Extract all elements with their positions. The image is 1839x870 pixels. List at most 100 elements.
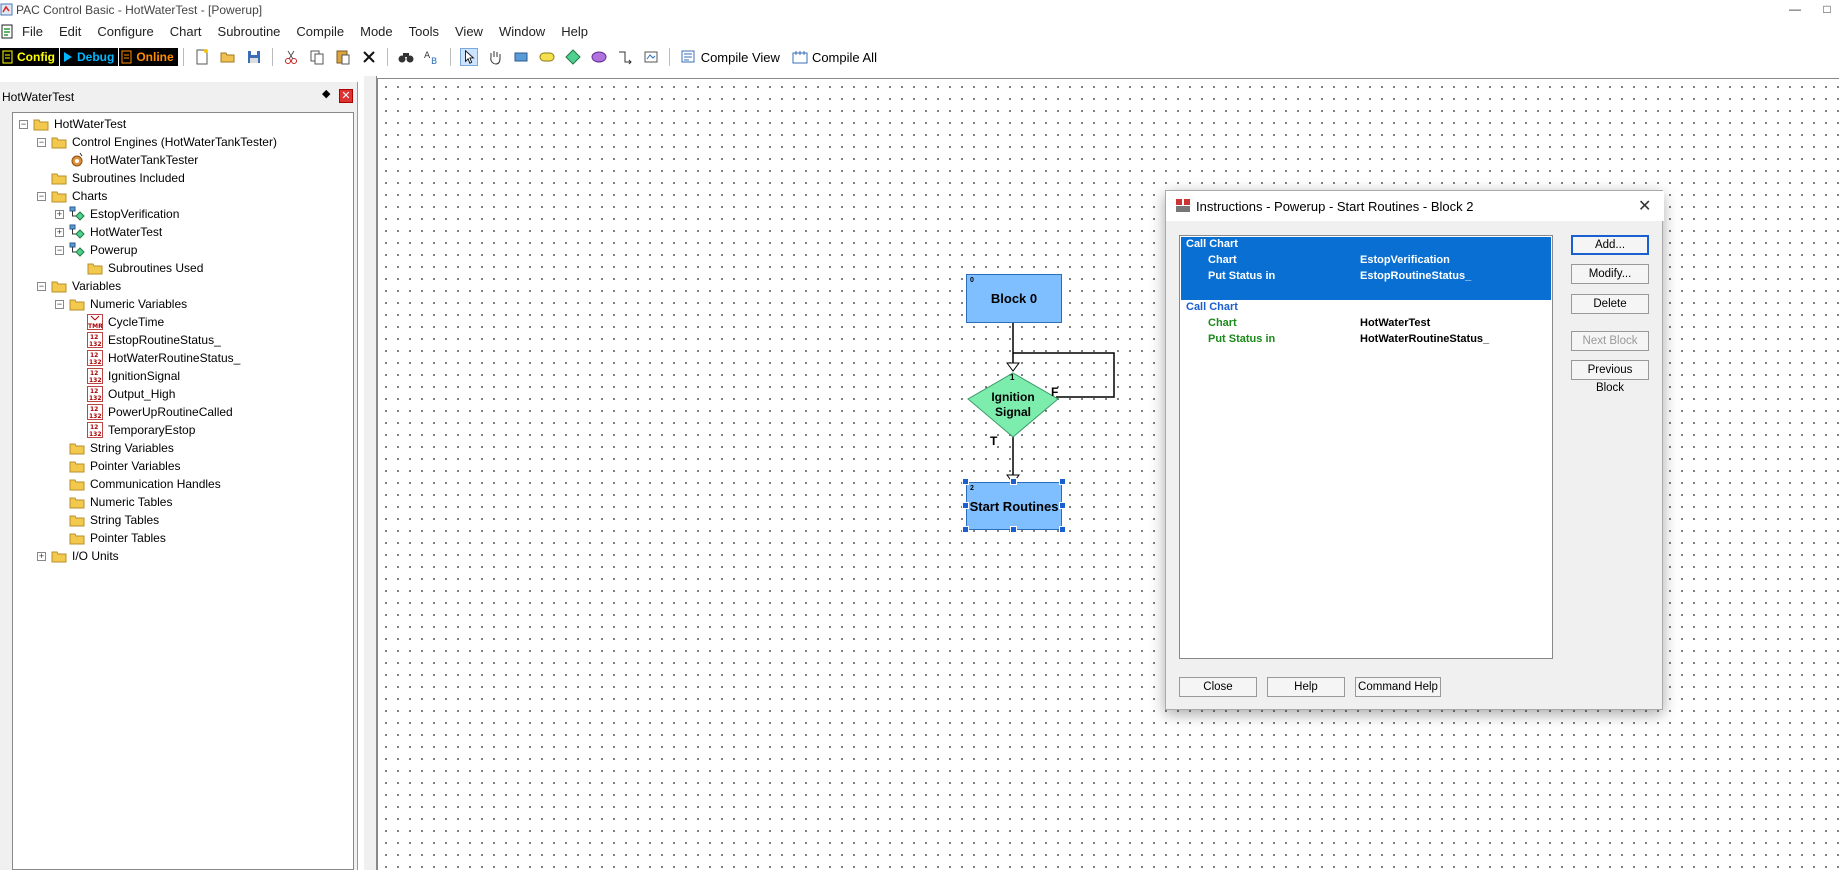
close-button[interactable]: Close (1179, 677, 1257, 697)
copy-icon[interactable] (308, 48, 326, 66)
menu-configure[interactable]: Configure (97, 24, 154, 39)
condition-block-shape[interactable] (967, 372, 1059, 438)
maximize-button[interactable]: □ (1823, 2, 1831, 16)
selection-handle[interactable] (962, 526, 969, 533)
collapse-icon[interactable]: − (37, 137, 46, 147)
menu-tools[interactable]: Tools (408, 24, 439, 39)
tree-item[interactable]: Powerup (69, 241, 137, 259)
oia-block-icon[interactable] (538, 48, 556, 66)
instruction-list[interactable]: Call Chart Chart EstopVerification Put S… (1179, 235, 1553, 659)
menu-view[interactable]: View (455, 24, 483, 39)
delete-button[interactable]: Delete (1571, 294, 1649, 314)
tree-item[interactable]: String Tables (69, 511, 159, 529)
action-block-0[interactable]: 0 Block 0 (966, 274, 1062, 323)
collapse-icon[interactable]: − (37, 191, 46, 201)
expand-icon[interactable]: + (55, 209, 64, 219)
tree-item[interactable]: Variables (51, 277, 121, 295)
tree-item[interactable]: Pointer Variables (69, 457, 181, 475)
compile-view-label: Compile View (700, 49, 780, 65)
document-icon[interactable] (0, 24, 16, 40)
menu-window[interactable]: Window (498, 24, 546, 39)
collapse-icon[interactable]: − (37, 281, 46, 291)
tree-item[interactable]: Numeric Tables (69, 493, 172, 511)
action-block-start-routines[interactable]: 2 Start Routines (966, 482, 1062, 530)
selection-handle[interactable] (1010, 478, 1017, 485)
tree-item[interactable]: HotWaterTest (69, 223, 162, 241)
tree-item[interactable]: Communication Handles (69, 475, 221, 493)
add-button[interactable]: Add... (1571, 235, 1649, 255)
minimize-button[interactable]: — (1789, 2, 1801, 16)
open-folder-icon[interactable] (219, 48, 237, 66)
select-pointer-icon[interactable] (459, 48, 478, 66)
pin-icon[interactable]: ◆ (322, 88, 331, 100)
menu-subroutine[interactable]: Subroutine (217, 24, 281, 39)
menu-file[interactable]: File (22, 24, 43, 39)
tree-item[interactable]: I/O Units (51, 547, 119, 565)
title-bar: PAC Control Basic - HotWaterTest - [Powe… (0, 0, 1839, 20)
instruction-item[interactable]: Call Chart Chart HotWaterTest Put Status… (1181, 301, 1551, 351)
modify-button[interactable]: Modify... (1571, 264, 1649, 284)
command-help-button[interactable]: Command Help (1355, 677, 1441, 697)
continue-block-icon[interactable] (590, 48, 608, 66)
tree-item[interactable]: Numeric Variables (69, 295, 187, 313)
tree-item[interactable]: HotWaterTest (33, 115, 126, 133)
tree-item[interactable]: EstopVerification (69, 205, 179, 223)
hand-pan-icon[interactable] (486, 48, 504, 66)
selection-handle[interactable] (1059, 526, 1066, 533)
config-mode-button[interactable]: Config (0, 48, 59, 66)
selection-handle[interactable] (1059, 478, 1066, 485)
dialog-close-icon[interactable]: ✕ (1638, 198, 1652, 215)
online-mode-button[interactable]: Online (119, 48, 178, 66)
next-block-button[interactable]: Next Block (1571, 331, 1649, 351)
selection-handle[interactable] (1059, 502, 1066, 509)
cut-icon[interactable] (282, 48, 300, 66)
debug-mode-button[interactable]: Debug (60, 48, 119, 66)
previous-block-button[interactable]: Previous Block (1571, 360, 1649, 394)
selection-handle[interactable] (962, 502, 969, 509)
instruction-item[interactable]: Call Chart Chart EstopVerification Put S… (1181, 237, 1551, 300)
action-block-icon[interactable] (512, 48, 530, 66)
find-icon[interactable] (397, 48, 415, 66)
timer-variable-icon: TMR (87, 314, 103, 330)
menu-compile[interactable]: Compile (296, 24, 345, 39)
tree-item[interactable]: Subroutines Included (51, 169, 185, 187)
help-button[interactable]: Help (1267, 677, 1345, 697)
close-panel-icon[interactable]: ✕ (339, 89, 353, 103)
selection-handle[interactable] (962, 478, 969, 485)
new-file-icon[interactable] (193, 48, 211, 66)
menu-mode[interactable]: Mode (360, 24, 393, 39)
tree-item[interactable]: Subroutines Used (87, 259, 203, 277)
text-tool-icon[interactable] (642, 48, 660, 66)
connection-tool-icon[interactable] (616, 48, 634, 66)
collapse-icon[interactable]: − (19, 119, 28, 129)
menu-help[interactable]: Help (561, 24, 588, 39)
tree-item[interactable]: String Variables (69, 439, 174, 457)
tree-item[interactable]: HotWaterTankTester (69, 151, 198, 169)
tree-item[interactable]: Control Engines (HotWaterTankTester) (51, 133, 277, 151)
selection-handle[interactable] (1010, 526, 1017, 533)
save-icon[interactable] (245, 48, 263, 66)
tree-item[interactable]: Charts (51, 187, 107, 205)
paste-icon[interactable] (334, 48, 352, 66)
expand-icon[interactable]: + (37, 551, 46, 561)
expand-icon[interactable]: + (55, 227, 64, 237)
menu-chart[interactable]: Chart (169, 24, 202, 39)
compile-all-button[interactable]: Compile All (792, 50, 877, 65)
replace-icon[interactable]: AB (423, 48, 441, 66)
condition-block-ignition-signal[interactable]: 1 Ignition Signal (968, 373, 1058, 435)
condition-block-icon[interactable] (564, 48, 582, 66)
collapse-icon[interactable]: − (55, 299, 64, 309)
collapse-icon[interactable]: − (55, 245, 64, 255)
delete-icon[interactable] (360, 48, 378, 66)
tree-item[interactable]: Pointer Tables (69, 529, 166, 547)
compile-view-button[interactable]: Compile View (681, 50, 780, 65)
instruction-name: Call Chart (1186, 238, 1238, 250)
menu-edit[interactable]: Edit (58, 24, 82, 39)
